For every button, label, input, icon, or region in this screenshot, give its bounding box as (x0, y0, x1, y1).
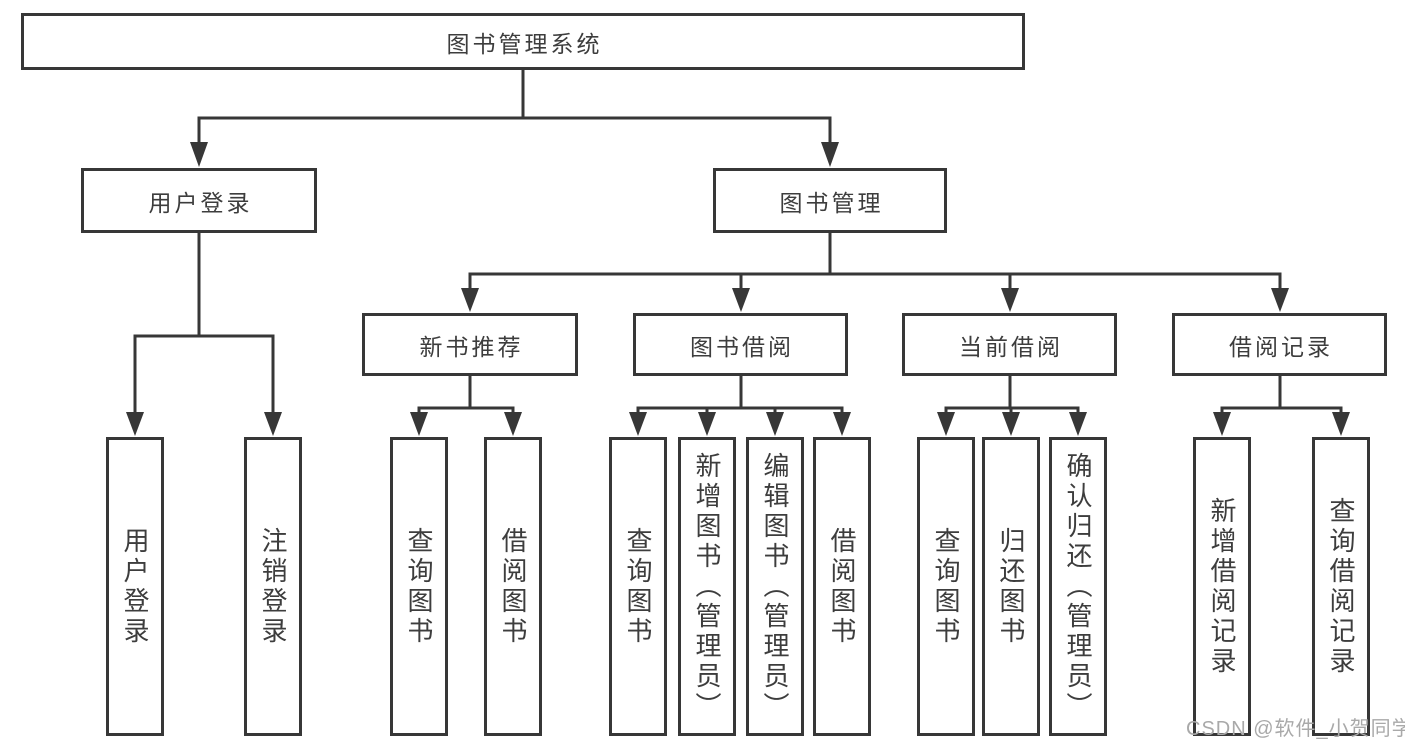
leaf-query-books-current: 查询图书 (917, 437, 975, 736)
leaf-query-borrow-record-label: 查询借阅记录 (1326, 496, 1356, 677)
watermark: CSDN @软件_小贺同学 (1186, 718, 1405, 740)
leaf-add-books-admin: 新增图书（管理员） (678, 437, 736, 736)
leaf-logout-label: 注销登录 (258, 526, 288, 647)
node-new-book-recommend: 新书推荐 (362, 313, 578, 376)
leaf-borrow-books: 借阅图书 (813, 437, 871, 736)
leaf-query-books-current-label: 查询图书 (931, 526, 961, 647)
leaf-return-books-label: 归还图书 (996, 526, 1026, 647)
leaf-confirm-return-admin-label: 确认归还（管理员） (1063, 451, 1093, 722)
leaf-borrow-books-recommend: 借阅图书 (484, 437, 542, 736)
leaf-logout: 注销登录 (244, 437, 302, 736)
node-book-management: 图书管理 (713, 168, 947, 233)
node-book-borrowing: 图书借阅 (633, 313, 848, 376)
leaf-add-borrow-record: 新增借阅记录 (1193, 437, 1251, 736)
leaf-query-books-borrowing-label: 查询图书 (623, 526, 653, 647)
leaf-query-books-borrowing: 查询图书 (609, 437, 667, 736)
leaf-confirm-return-admin: 确认归还（管理员） (1049, 437, 1107, 736)
arrowheads (126, 142, 1350, 436)
leaf-borrow-books-label: 借阅图书 (827, 526, 857, 647)
node-root-label: 图书管理系统 (446, 30, 603, 57)
node-user-login: 用户登录 (81, 168, 317, 233)
node-borrow-records-label: 借阅记录 (1229, 333, 1333, 360)
leaf-query-borrow-record: 查询借阅记录 (1312, 437, 1370, 736)
node-root: 图书管理系统 (21, 13, 1025, 70)
leaf-user-login: 用户登录 (106, 437, 164, 736)
node-user-login-label: 用户登录 (148, 189, 253, 216)
leaf-borrow-books-recommend-label: 借阅图书 (498, 526, 528, 647)
leaf-return-books: 归还图书 (982, 437, 1040, 736)
node-book-borrowing-label: 图书借阅 (690, 333, 794, 360)
node-current-borrowing: 当前借阅 (902, 313, 1117, 376)
node-current-borrowing-label: 当前借阅 (959, 333, 1063, 360)
leaf-add-borrow-record-label: 新增借阅记录 (1207, 496, 1237, 677)
leaf-query-books-recommend: 查询图书 (390, 437, 448, 736)
node-borrow-records: 借阅记录 (1172, 313, 1387, 376)
node-book-management-label: 图书管理 (779, 189, 884, 216)
leaf-add-books-admin-label: 新增图书（管理员） (692, 451, 722, 722)
leaf-edit-books-admin: 编辑图书（管理员） (746, 437, 804, 736)
node-new-book-recommend-label: 新书推荐 (419, 333, 524, 360)
leaf-edit-books-admin-label: 编辑图书（管理员） (760, 451, 790, 722)
leaf-query-books-recommend-label: 查询图书 (404, 526, 434, 647)
leaf-user-login-label: 用户登录 (120, 526, 150, 647)
